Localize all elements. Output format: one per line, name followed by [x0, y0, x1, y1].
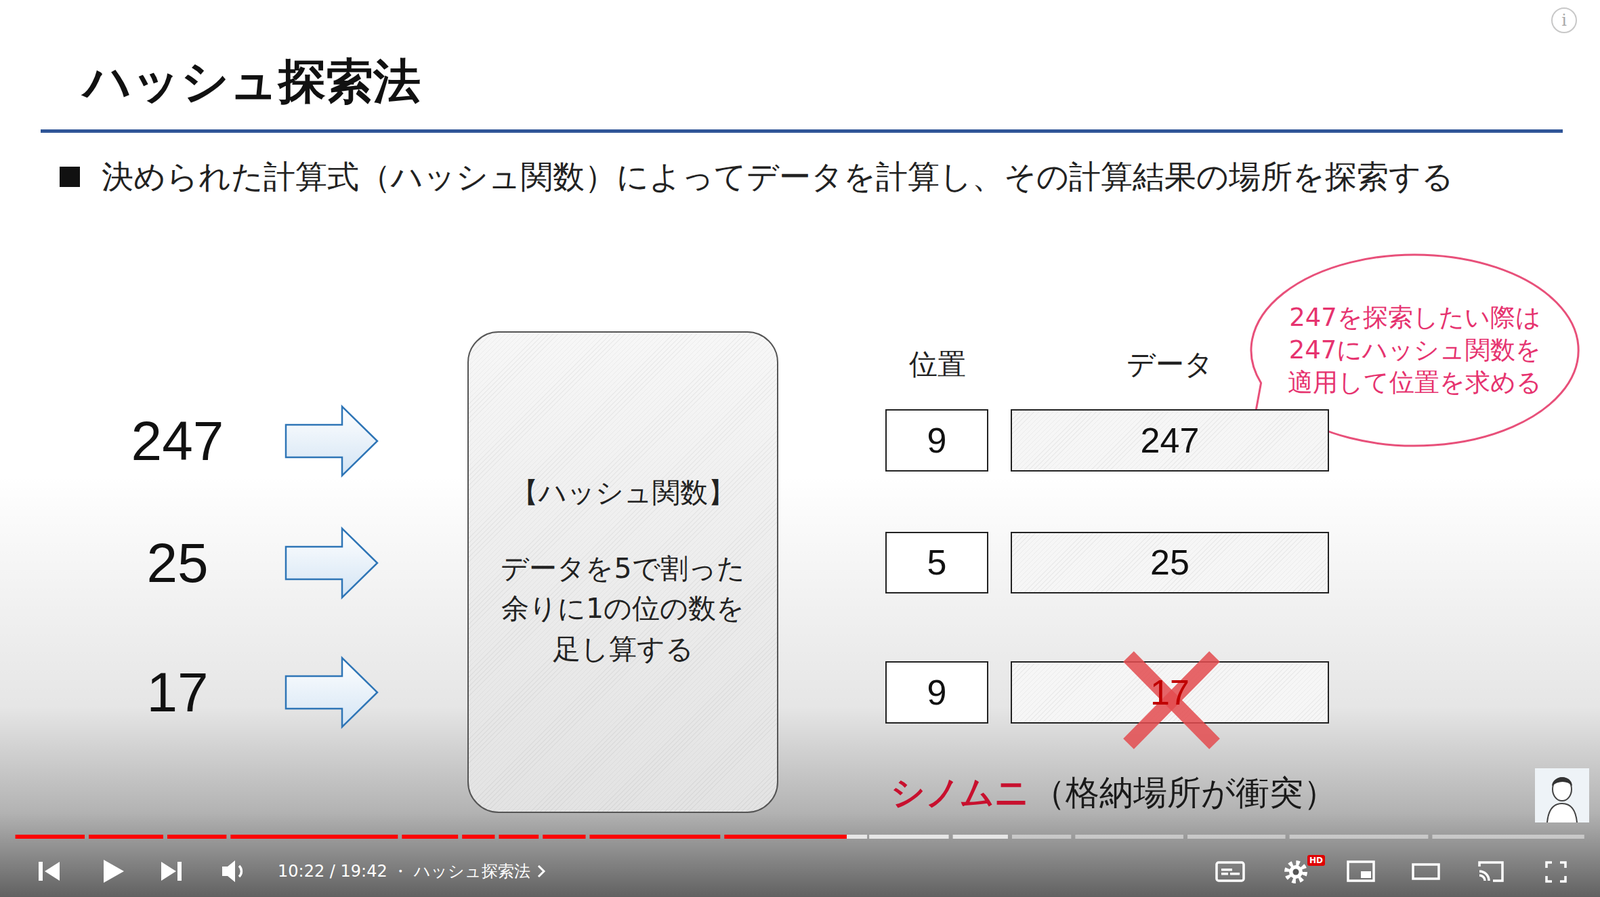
data-value: 17: [1150, 671, 1190, 714]
function-body: データを5で割った 余りに1の位の数を 足し算する: [491, 548, 756, 670]
player-icon: [1216, 862, 1244, 881]
player-shade: [0, 474, 1600, 897]
player-icon: [103, 859, 124, 883]
presenter-avatar: [1551, 776, 1573, 786]
bullet-square: [59, 166, 80, 187]
progress-bar: [1187, 834, 1286, 839]
player-icon: [1348, 861, 1374, 881]
progress-bar: [498, 834, 539, 839]
progress-bar: [869, 834, 949, 839]
position-value: 5: [927, 541, 947, 584]
position-cell: 9: [885, 661, 989, 724]
collision-cross: [1128, 656, 1215, 744]
input-value: 17: [146, 659, 208, 726]
progress-bar: [724, 834, 847, 839]
block-arrow: [285, 657, 378, 727]
player-icon: [1413, 864, 1439, 879]
input-value: 247: [131, 407, 225, 475]
column-header: 位置: [909, 347, 966, 382]
column-header: データ: [1126, 347, 1214, 382]
block-arrow: [285, 406, 378, 727]
player-icon: [239, 865, 242, 877]
player-icon: [1289, 865, 1303, 879]
player-icon: [222, 860, 236, 882]
player-icon: [1479, 875, 1485, 881]
term-note: （格納場所が衝突）: [1031, 772, 1338, 813]
player-icon: [1293, 869, 1300, 876]
block-arrow: [285, 406, 378, 476]
presenter-avatar: [1534, 768, 1590, 823]
progress-bar: [953, 834, 1008, 839]
slide-title: ハッシュ探索法: [83, 52, 421, 110]
chapter-chevron: [538, 865, 544, 877]
presenter-avatar: [1547, 803, 1577, 823]
player-icon: [38, 861, 43, 881]
position-cell: 5: [885, 531, 989, 594]
block-arrow: [285, 528, 378, 598]
player-icon: [1479, 862, 1503, 881]
collided-data-cell: 17: [1010, 661, 1330, 724]
progress-bar: [846, 834, 868, 839]
player-icon: [1221, 872, 1229, 876]
title-rule: [40, 129, 1563, 133]
progress-bar: [15, 834, 85, 839]
progress-bar: [589, 834, 721, 839]
progress-bar: [1432, 834, 1584, 839]
slide-lead-text: 決められた計算式（ハッシュ関数）によってデータを計算し、その計算結果の場所を探索…: [101, 157, 1454, 196]
progress-bar: [230, 834, 398, 839]
position-value: 9: [927, 671, 947, 714]
progress-bar: [401, 834, 458, 839]
player-icon: [1546, 862, 1566, 882]
player-icon: [1479, 871, 1489, 881]
position-value: 9: [927, 419, 947, 462]
progress-bar: [1289, 834, 1429, 839]
player-icon: [1360, 871, 1372, 878]
hash-function-box: 【ハッシュ関数】データを5で割った 余りに1の位の数を 足し算する: [467, 331, 779, 813]
info-icon: [1551, 8, 1577, 33]
data-value: 25: [1150, 541, 1190, 584]
progress-bar: [1012, 834, 1071, 839]
progress-bar: [167, 834, 227, 839]
data-cell: 247: [1010, 409, 1330, 472]
player-icon: [1287, 862, 1305, 881]
presenter-avatar: [1552, 777, 1572, 801]
input-value: 25: [146, 529, 208, 597]
progress-bar: [1075, 834, 1184, 839]
progress-bar: [15, 834, 1585, 839]
progress-bar: [461, 834, 495, 839]
collision-cross: [1128, 656, 1215, 744]
info-icon-letter: i: [1561, 10, 1567, 31]
position-cell: 9: [885, 409, 989, 472]
data-cell: 25: [1010, 531, 1330, 594]
player-icon: [1221, 868, 1233, 872]
player-icon: [44, 861, 60, 881]
player-icon: [1230, 872, 1240, 876]
callout-text: 247を探索したい際は 247にハッシュ関数を 適用して位置を求める: [1285, 301, 1546, 399]
progress-bar: [542, 834, 586, 839]
player-icon: [177, 861, 182, 881]
progress-bar: [88, 834, 164, 839]
player-icon: [161, 861, 177, 881]
data-value: 247: [1140, 419, 1200, 462]
presenter-avatar: [1534, 768, 1590, 823]
term-label: シノムニ: [890, 772, 1029, 813]
time-display: 10:22 / 19:42 ・ ハッシュ探索法: [277, 861, 531, 882]
function-heading: 【ハッシュ関数】: [510, 474, 736, 511]
hd-badge: HD: [1307, 854, 1325, 866]
player-icon: [38, 859, 1566, 883]
